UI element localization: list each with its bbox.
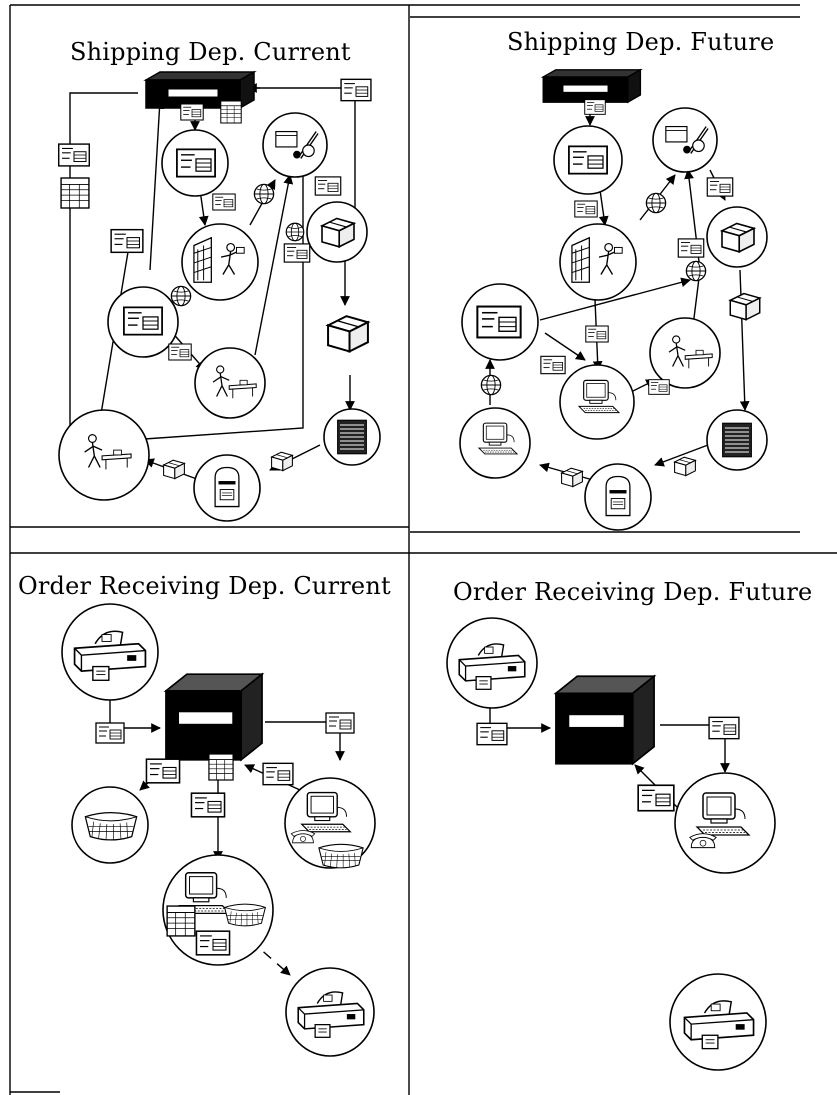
globe-icon <box>646 193 665 212</box>
file-cabinet-icon <box>338 420 367 454</box>
document-icon <box>59 144 90 166</box>
spreadsheet-icon <box>209 754 233 780</box>
document-icon <box>124 307 162 334</box>
package-icon <box>675 457 696 475</box>
flow-arrow <box>150 100 160 270</box>
spreadsheet-icon <box>167 906 195 936</box>
document-icon <box>169 344 191 360</box>
panel-title-shipping-current: Shipping Dep. Current <box>70 38 351 66</box>
document-icon <box>649 380 670 395</box>
document-icon <box>111 230 143 253</box>
document-icon <box>263 763 293 784</box>
document-icon <box>678 239 703 257</box>
server-box-icon <box>543 70 640 102</box>
process-circle <box>59 410 149 500</box>
basket-icon <box>319 844 363 868</box>
document-icon <box>341 79 371 100</box>
package-icon <box>164 460 185 478</box>
panel-title-order-current: Order Receiving Dep. Current <box>18 572 391 600</box>
document-icon <box>326 713 354 733</box>
server-box-icon <box>556 676 654 763</box>
package-icon <box>322 218 354 246</box>
document-icon <box>707 178 732 196</box>
document-icon <box>196 931 229 955</box>
globe-icon <box>171 286 190 305</box>
document-icon <box>284 244 309 262</box>
document-icon <box>575 201 597 217</box>
document-icon <box>541 356 565 373</box>
document-icon <box>315 177 340 195</box>
mailbox-icon <box>606 476 630 515</box>
document-icon <box>586 326 608 342</box>
shipping-current-diagram <box>59 72 380 521</box>
package-icon <box>272 452 293 470</box>
globe-icon <box>686 261 705 280</box>
order-current-diagram <box>62 604 375 1056</box>
telephone-icon <box>291 831 314 843</box>
flow-arrow <box>600 190 605 225</box>
file-cabinet-icon <box>723 423 752 457</box>
panel-title-order-future: Order Receiving Dep. Future <box>453 578 812 606</box>
document-icon <box>181 104 203 120</box>
globe-icon <box>481 375 500 394</box>
telephone-icon <box>690 834 716 848</box>
document-icon <box>709 717 739 738</box>
server-box-icon <box>166 674 262 760</box>
package-icon <box>722 223 754 251</box>
mailbox-icon <box>215 467 239 506</box>
document-icon <box>638 785 674 810</box>
document-icon <box>96 723 124 743</box>
panel-title-shipping-future: Shipping Dep. Future <box>507 28 774 56</box>
process-circle <box>195 348 265 418</box>
document-icon <box>177 149 215 176</box>
package-icon <box>562 468 583 486</box>
globe-icon <box>286 223 304 241</box>
spreadsheet-icon <box>221 101 241 123</box>
package-icon <box>328 316 368 351</box>
order-future-diagram <box>447 618 775 1070</box>
basket-icon <box>225 904 266 926</box>
panel-frames <box>10 5 837 1095</box>
document-icon <box>146 759 179 783</box>
basket-icon <box>85 813 136 840</box>
process-circle <box>650 318 720 388</box>
document-icon <box>477 723 507 744</box>
globe-icon <box>254 184 273 203</box>
shipping-future-diagram <box>460 70 767 530</box>
spreadsheet-icon <box>61 178 89 208</box>
document-icon <box>569 146 607 173</box>
document-icon <box>191 793 224 817</box>
document-icon <box>585 100 606 115</box>
package-icon <box>730 294 759 320</box>
document-icon <box>477 307 520 338</box>
document-icon <box>213 194 235 210</box>
flow-arrow <box>740 270 745 410</box>
